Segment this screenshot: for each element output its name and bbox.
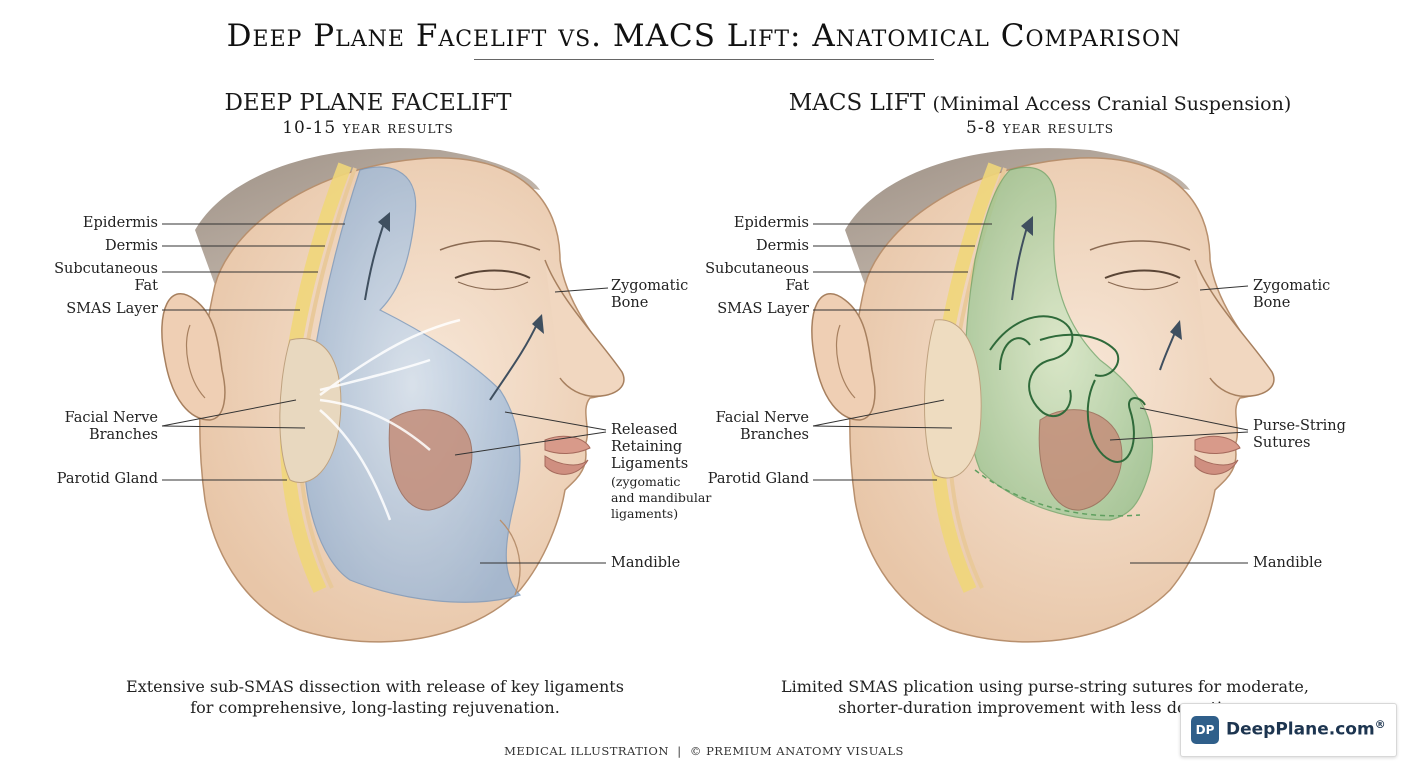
left-label-ligaments-1: Released bbox=[611, 422, 678, 438]
right-caption-line-1: Limited SMAS plication using purse-strin… bbox=[781, 677, 1309, 696]
left-label-zygomatic-1: Zygomatic bbox=[611, 278, 689, 294]
right-label-purse-string-2: Sutures bbox=[1253, 435, 1311, 451]
right-caption: Limited SMAS plication using purse-strin… bbox=[745, 676, 1345, 718]
left-label-mandible: Mandible bbox=[611, 555, 681, 571]
brand-logo-icon: DP bbox=[1191, 716, 1219, 744]
right-label-epidermis: Epidermis bbox=[733, 215, 809, 231]
right-label-fat-2: Fat bbox=[785, 278, 809, 294]
left-caption: Extensive sub-SMAS dissection with relea… bbox=[80, 676, 670, 718]
brand-name: DeepPlane.com® bbox=[1226, 718, 1386, 740]
title-divider bbox=[474, 59, 934, 60]
right-label-dermis: Dermis bbox=[756, 238, 809, 254]
left-caption-line-1: Extensive sub-SMAS dissection with relea… bbox=[126, 677, 624, 696]
left-label-fat-2: Fat bbox=[134, 278, 158, 294]
brand-badge[interactable]: DP DeepPlane.com® bbox=[1180, 703, 1397, 757]
left-label-epidermis: Epidermis bbox=[82, 215, 158, 231]
left-label-ligaments-2: Retaining bbox=[611, 439, 683, 455]
left-label-parotid: Parotid Gland bbox=[56, 471, 158, 487]
left-panel-years: 10-15 year results bbox=[282, 118, 454, 138]
right-panel-years: 5-8 year results bbox=[966, 118, 1114, 138]
right-label-zygomatic-1: Zygomatic bbox=[1253, 278, 1331, 294]
right-label-zygomatic-2: Bone bbox=[1253, 295, 1291, 311]
right-label-purse-string-1: Purse-String bbox=[1253, 418, 1346, 434]
right-leader-lines bbox=[812, 223, 1249, 564]
left-label-ligaments-5: and mandibular bbox=[611, 490, 712, 505]
left-title-text: DEEP PLANE FACELIFT bbox=[224, 90, 512, 116]
brand-registered-mark: ® bbox=[1374, 718, 1386, 731]
left-label-zygomatic-2: Bone bbox=[611, 295, 649, 311]
right-label-fat-1: Subcutaneous bbox=[705, 261, 809, 277]
left-label-fat-1: Subcutaneous bbox=[54, 261, 158, 277]
right-label-parotid: Parotid Gland bbox=[707, 471, 809, 487]
brand-name-text: DeepPlane.com bbox=[1226, 719, 1375, 740]
left-face-illustration bbox=[161, 148, 625, 643]
right-label-nerve-2: Branches bbox=[739, 427, 809, 443]
left-label-dermis: Dermis bbox=[105, 238, 158, 254]
left-leader-lines bbox=[161, 223, 609, 564]
left-label-nerve-1: Facial Nerve bbox=[64, 410, 158, 426]
right-label-nerve-1: Facial Nerve bbox=[715, 410, 809, 426]
right-title-text: MACS LIFT bbox=[788, 90, 926, 116]
left-panel-title: DEEP PLANE FACELIFT bbox=[168, 90, 568, 116]
left-label-ligaments-6: ligaments) bbox=[611, 506, 679, 521]
right-caption-line-2: shorter-duration improvement with less d… bbox=[838, 698, 1252, 717]
left-label-smas: SMAS Layer bbox=[66, 301, 158, 317]
right-label-mandible: Mandible bbox=[1253, 555, 1323, 571]
right-title-sub: (Minimal Access Cranial Suspension) bbox=[932, 93, 1292, 115]
left-label-ligaments-4: (zygomatic bbox=[611, 474, 681, 489]
right-label-smas: SMAS Layer bbox=[717, 301, 809, 317]
left-label-nerve-2: Branches bbox=[88, 427, 158, 443]
left-caption-line-2: for comprehensive, long-lasting rejuvena… bbox=[190, 698, 560, 717]
footer-credit: MEDICAL ILLUSTRATION | © PREMIUM ANATOMY… bbox=[504, 744, 904, 758]
right-face-illustration bbox=[811, 148, 1275, 643]
page-title: Deep Plane Facelift vs. MACS Lift: Anato… bbox=[226, 18, 1182, 54]
left-label-ligaments-3: Ligaments bbox=[611, 456, 689, 472]
right-panel-title: MACS LIFT (Minimal Access Cranial Suspen… bbox=[780, 90, 1300, 116]
